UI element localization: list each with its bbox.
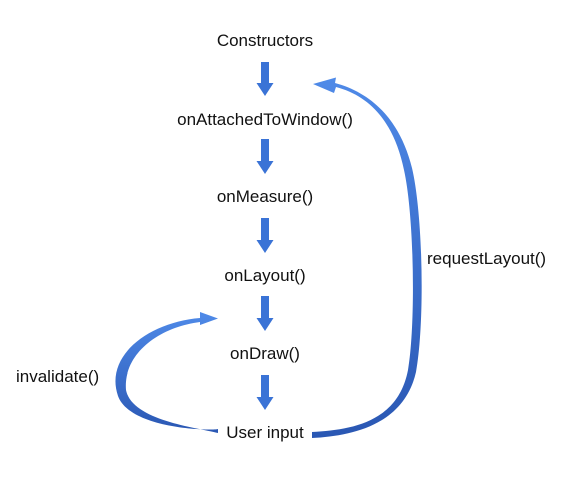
- arrow-draw-to-user-input: [256, 375, 274, 410]
- arrow-constructors-to-attached: [256, 62, 274, 96]
- node-constructors: Constructors: [217, 31, 313, 50]
- arrow-attached-to-measure: [256, 139, 274, 174]
- node-on-attached-to-window: onAttachedToWindow(): [177, 110, 353, 129]
- arrow-layout-to-draw: [256, 296, 274, 331]
- arrow-measure-to-layout: [256, 218, 274, 253]
- node-on-draw: onDraw(): [230, 344, 300, 363]
- request-layout-loop-arrow: [312, 77, 422, 438]
- node-on-measure: onMeasure(): [217, 187, 313, 206]
- node-on-layout: onLayout(): [224, 266, 305, 285]
- invalidate-label: invalidate(): [16, 367, 99, 386]
- node-user-input: User input: [226, 423, 304, 442]
- request-layout-label: requestLayout(): [427, 249, 546, 268]
- invalidate-loop-arrow: [115, 312, 218, 433]
